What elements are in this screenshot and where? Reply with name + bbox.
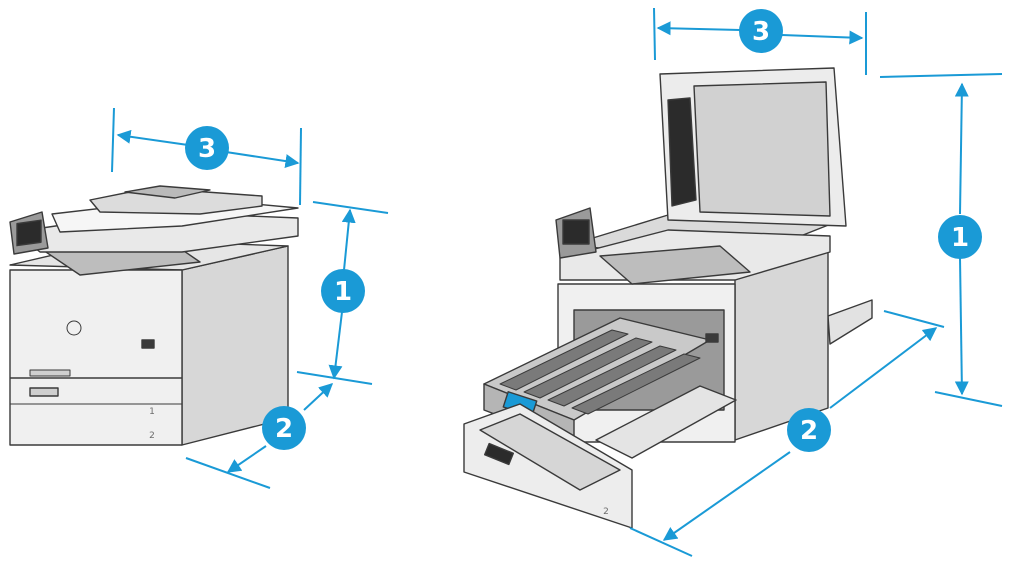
callout-depth-right: 2 <box>787 408 831 452</box>
right-dimension-lines <box>629 7 1003 557</box>
svg-text:1: 1 <box>951 223 969 253</box>
paper-tray-inner <box>479 413 621 491</box>
tray-handle-open <box>483 442 515 466</box>
printer-closed <box>9 185 299 446</box>
lid-hinge-strip <box>667 97 697 207</box>
scanner-lid-liner <box>693 81 831 217</box>
feeder-tray <box>124 185 211 199</box>
callout-width-left: 3 <box>185 126 229 170</box>
printer-open <box>463 67 873 529</box>
hp-logo-icon <box>66 320 82 336</box>
touch-screen-open <box>562 219 590 245</box>
svg-text:1: 1 <box>334 277 352 307</box>
callout-height-right: 1 <box>938 215 982 259</box>
callout-depth-left: 2 <box>262 406 306 450</box>
tray-handle <box>29 387 59 397</box>
power-button-icon-open <box>705 333 719 343</box>
svg-text:3: 3 <box>752 17 770 47</box>
left-dimension-lines <box>111 107 389 489</box>
printer-front-face <box>9 269 183 446</box>
toner-cartridges <box>499 329 701 415</box>
touch-screen <box>16 219 42 247</box>
callout-height-left: 1 <box>321 269 365 313</box>
tray-1-label: 1 <box>149 407 155 417</box>
power-button-icon <box>141 339 155 349</box>
tray-2-label-open: 2 <box>603 507 609 517</box>
svg-text:3: 3 <box>198 134 216 164</box>
output-bin-open <box>599 245 751 285</box>
callout-width-right: 3 <box>739 9 783 53</box>
svg-text:2: 2 <box>275 414 293 444</box>
tray-2-label: 2 <box>149 431 155 441</box>
front-door-open <box>595 385 737 459</box>
rear-paper-extension <box>827 299 873 345</box>
output-slot <box>29 369 71 377</box>
svg-text:2: 2 <box>800 416 818 446</box>
